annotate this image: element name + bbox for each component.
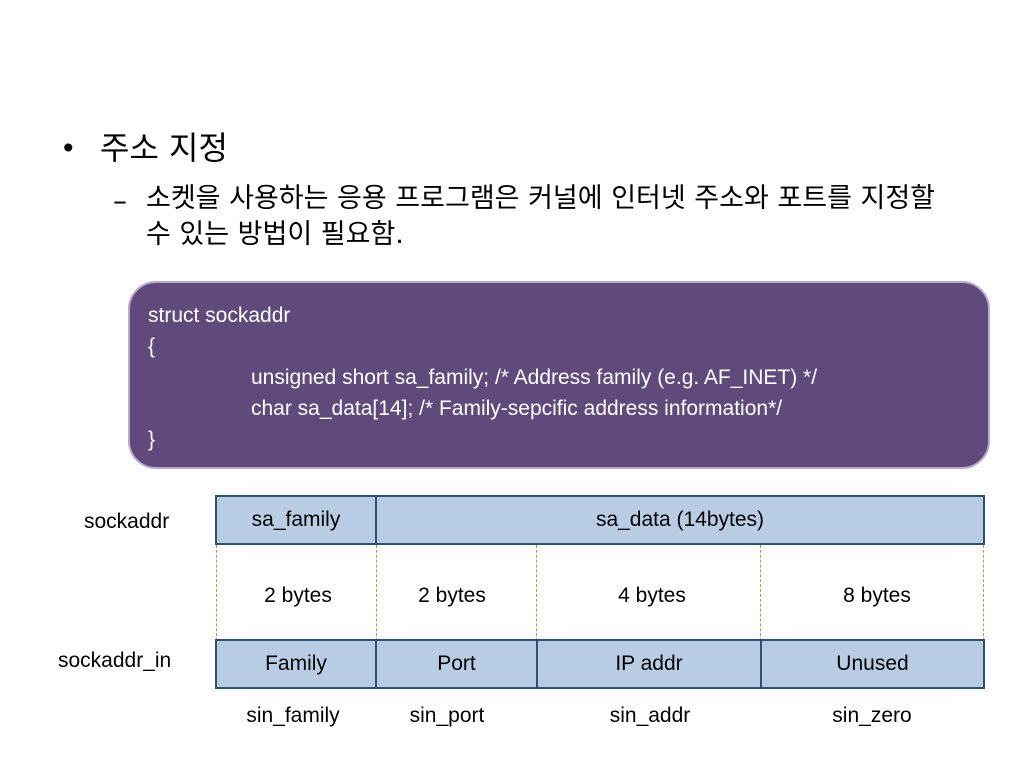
size-label-family: 2 bytes (264, 584, 332, 607)
code-line-sa-family: unsigned short sa_family; /* Address fam… (251, 366, 818, 389)
code-line-struct: struct sockaddr (148, 304, 291, 327)
sub-bullet-text: 소켓을 사용하는 응용 프로그램은 커널에 인터넷 주소와 포트를 지정할 수 … (146, 183, 936, 250)
code-line-close-brace: } (148, 428, 156, 451)
sub-bullet-marker: – (113, 184, 127, 217)
sockaddr-row-label: sockaddr (84, 510, 170, 533)
bullet-marker: • (60, 132, 77, 165)
sockaddr-in-cell-unused: Unused (760, 639, 985, 689)
size-label-ip-addr: 4 bytes (618, 584, 686, 607)
field-name-sin-family: sin_family (246, 704, 340, 727)
bullet-heading: 주소 지정 (100, 129, 228, 167)
code-line-sa-data: char sa_data[14]; /* Family-sepcific add… (251, 397, 783, 420)
divider-line (376, 545, 377, 641)
sockaddr-in-cell-family: Family (215, 639, 377, 689)
sockaddr-cell-sa-data: sa_data (14bytes) (375, 495, 985, 545)
size-label-unused: 8 bytes (843, 584, 911, 607)
sockaddr-cell-sa-family: sa_family (215, 495, 377, 545)
divider-line (983, 545, 984, 641)
field-name-sin-zero: sin_zero (832, 704, 912, 727)
divider-line (536, 545, 537, 641)
size-label-port: 2 bytes (418, 584, 486, 607)
field-name-sin-addr: sin_addr (609, 704, 691, 727)
sockaddr-in-cell-ip-addr: IP addr (536, 639, 762, 689)
struct-code-box: struct sockaddr { unsigned short sa_fami… (128, 281, 990, 469)
divider-line (760, 545, 761, 641)
field-name-sin-port: sin_port (409, 704, 485, 727)
sockaddr-in-row-label: sockaddr_in (58, 649, 172, 672)
code-line-open-brace: { (148, 335, 156, 358)
sockaddr-in-cell-port: Port (375, 639, 538, 689)
divider-line (216, 545, 217, 641)
